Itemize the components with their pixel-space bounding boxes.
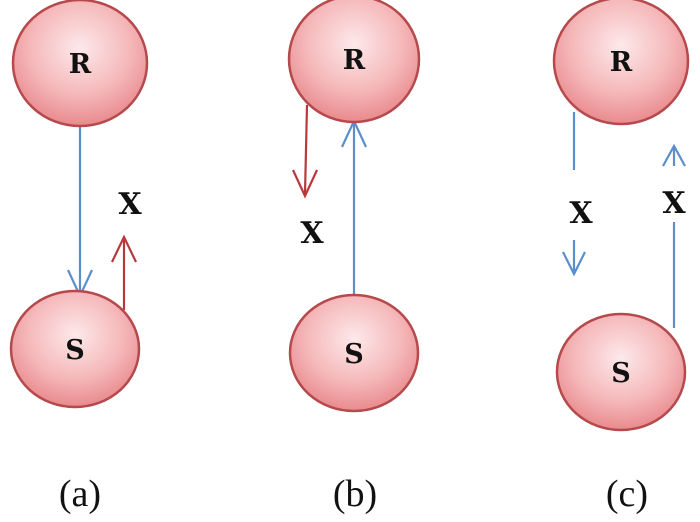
panel-b-caption: (b) xyxy=(333,473,377,515)
panel-a-red-arrow xyxy=(111,234,137,310)
panel-a-blue-arrow xyxy=(67,125,93,299)
panel-a-caption: (a) xyxy=(59,473,101,515)
panel-b-blue-arrow xyxy=(341,118,367,298)
panel-c-blue-up-arrow xyxy=(662,143,686,328)
panel-c-source-label: S xyxy=(611,358,631,389)
panel-b-source-label: S xyxy=(344,339,364,370)
panel-c-source-node xyxy=(555,312,687,432)
panel-a-source-node xyxy=(9,289,141,409)
panel-c: R S X X (c) xyxy=(552,0,690,515)
panel-c-x-label-left: X xyxy=(569,196,593,231)
panel-c-blue-down-arrow xyxy=(562,112,586,277)
panel-b: R S X (b) xyxy=(287,0,421,515)
panel-c-caption: (c) xyxy=(606,473,648,515)
panel-a-source-label: S xyxy=(65,335,85,366)
panel-a-x-label: X xyxy=(118,187,142,222)
panel-b-relay-label: R xyxy=(343,45,366,76)
panel-a-relay-label: R xyxy=(69,49,92,80)
panel-b-x-label: X xyxy=(300,216,324,251)
panel-b-relay-node xyxy=(287,0,421,124)
panel-c-relay-node xyxy=(552,0,690,126)
panel-c-x-label-right: X xyxy=(662,186,686,221)
panel-b-source-node xyxy=(288,293,420,413)
panel-c-relay-label: R xyxy=(610,47,633,78)
panel-a: R S X (a) xyxy=(9,0,149,515)
panel-a-relay-node xyxy=(11,0,149,128)
panel-b-red-arrow xyxy=(292,104,318,199)
